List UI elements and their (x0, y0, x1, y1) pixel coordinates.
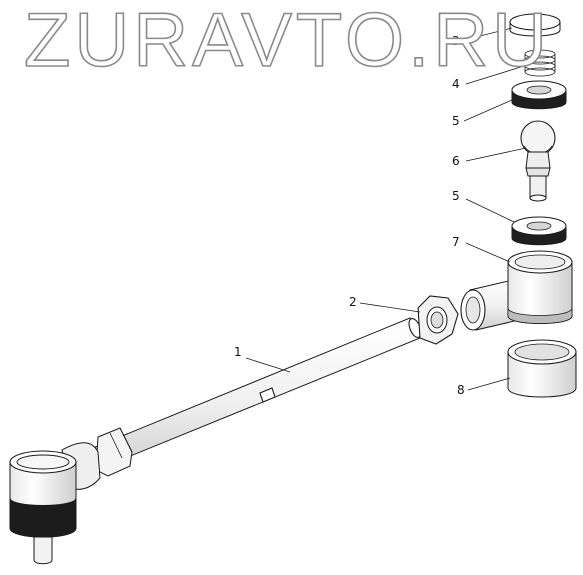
liner-ring-part-5-upper (511, 80, 567, 110)
leader-4 (465, 65, 525, 85)
callout-3: 3 (452, 34, 460, 48)
leader-8 (467, 377, 511, 391)
liner-ring-part-5-lower (511, 216, 567, 246)
hex-nut-part-2 (417, 295, 459, 345)
ball-pin-part-6 (520, 120, 556, 202)
leader-6 (465, 147, 527, 162)
leader-3 (463, 27, 513, 41)
callout-4: 4 (452, 77, 460, 91)
bottom-cap-part-8 (507, 339, 577, 398)
callout-5-lower: 5 (452, 189, 460, 203)
leader-lines (245, 27, 527, 391)
leader-2 (359, 302, 421, 313)
leader-5a (463, 99, 513, 122)
housing-part-7 (460, 250, 573, 331)
callout-6: 6 (452, 154, 460, 168)
leader-7 (465, 242, 511, 263)
callout-8: 8 (457, 383, 465, 397)
callout-2: 2 (349, 295, 357, 309)
callout-1: 1 (234, 345, 242, 359)
callout-7: 7 (452, 235, 460, 249)
callout-5-upper: 5 (452, 114, 460, 128)
spring-part-4 (524, 49, 556, 77)
tie-rod-part-1 (9, 317, 422, 565)
leader-5b (465, 198, 515, 223)
cap-disc-part-3 (509, 13, 561, 37)
leader-1 (245, 357, 291, 373)
